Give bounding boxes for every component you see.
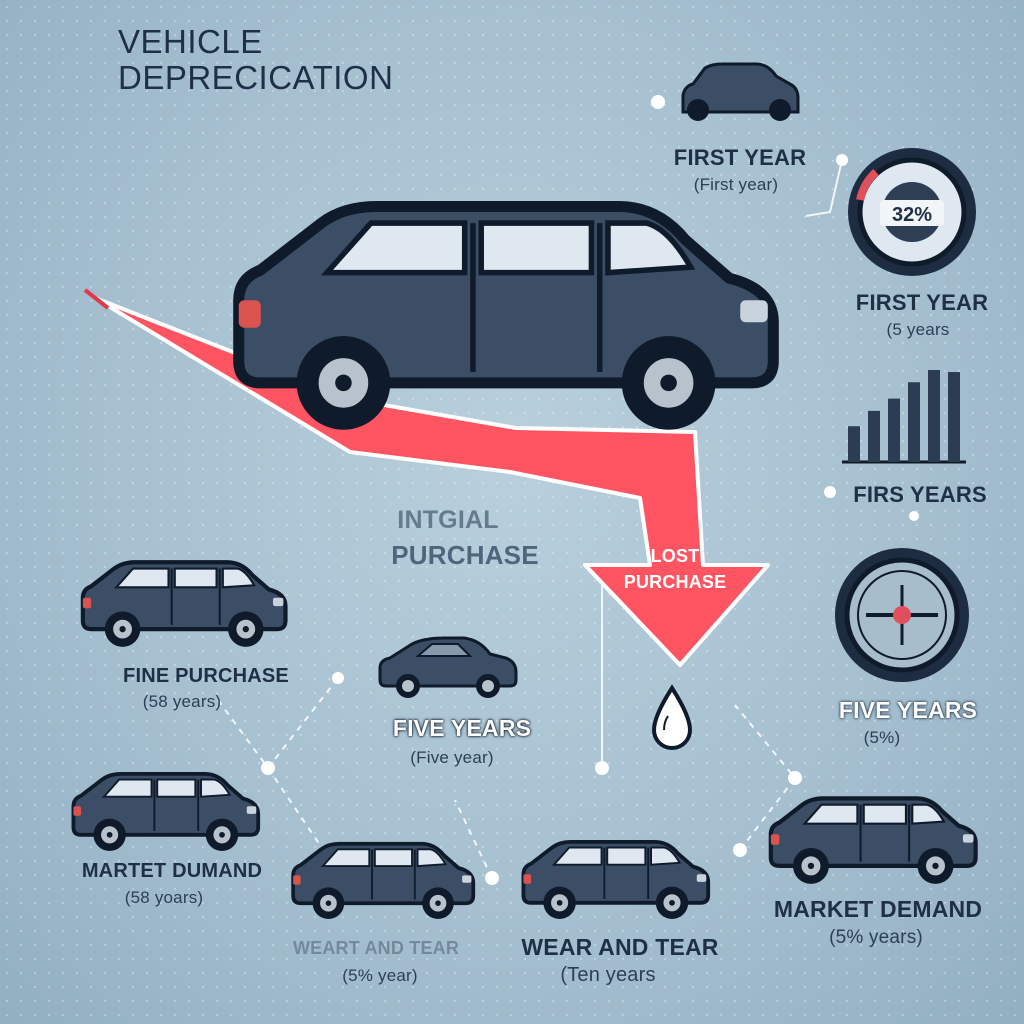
depreciation-arrow xyxy=(83,288,770,667)
label-wear-center-sub: (Ten years xyxy=(560,964,656,986)
connector-lines xyxy=(217,159,843,879)
label-first-year-right-sub: (5 years xyxy=(886,320,950,339)
mini-bar-chart-icon xyxy=(842,370,966,464)
label-first-year-right: FIRST YEAR xyxy=(855,290,989,315)
label-five-years-right: FIVE YEARS xyxy=(838,697,978,723)
mini-bar xyxy=(928,370,940,462)
label-five-years-center-sub: (Five year) xyxy=(410,748,494,767)
label-market-left-sub: (58 yoars) xyxy=(124,888,204,907)
label-first-year-top-sub: (First year) xyxy=(693,175,779,194)
label-wear-center: WEAR AND TEAR xyxy=(521,934,719,960)
label-lost-line1: LOST xyxy=(650,546,700,566)
mini-bar xyxy=(908,382,920,462)
car-market-left xyxy=(71,771,261,853)
label-wear-left-sub: (5% year) xyxy=(342,966,418,985)
label-fine-purchase: FINE PURCHASE xyxy=(123,665,289,687)
mini-bar xyxy=(888,398,900,462)
connector-dots xyxy=(261,95,919,885)
gauge-readout: 32% xyxy=(892,204,932,226)
label-five-years-center: FIVE YEARS xyxy=(392,715,532,741)
label-firs-years: FIRS YEARS xyxy=(853,482,987,507)
label-market-left: MARTET DUMAND xyxy=(81,860,263,882)
title-line-2: DEPRECICATION xyxy=(118,58,394,96)
page-title: VEHICLE DEPRECICATION xyxy=(118,24,393,95)
car-wear-center xyxy=(521,839,711,921)
water-drop-icon xyxy=(651,684,693,750)
car-mini-top xyxy=(681,62,800,121)
title-line-1: VEHICLE xyxy=(118,23,263,60)
car-five-years xyxy=(378,636,518,700)
label-first-year-top: FIRST YEAR xyxy=(673,145,807,170)
label-wear-left: WEART AND TEAR xyxy=(292,938,460,958)
car-fine-purchase xyxy=(83,562,286,647)
gauge-top-icon xyxy=(848,148,976,276)
label-lost-line2: PURCHASE xyxy=(623,572,727,592)
hero-car xyxy=(239,207,774,430)
label-market-right-sub: (5% years) xyxy=(829,927,923,948)
gauge-right-icon xyxy=(835,548,969,682)
car-market-right xyxy=(771,798,976,884)
mini-bar xyxy=(848,426,860,462)
label-initial-line1: INTGIAL xyxy=(397,506,499,534)
car-wear-left xyxy=(291,841,476,921)
label-market-right: MARKET DEMAND xyxy=(773,896,983,922)
label-five-years-right-sub: (5%) xyxy=(863,728,901,747)
label-initial-line2: PURCHASE xyxy=(391,540,539,570)
mini-bar xyxy=(868,410,880,462)
mini-bar xyxy=(948,372,960,462)
label-fine-purchase-sub: (58 years) xyxy=(142,692,222,711)
